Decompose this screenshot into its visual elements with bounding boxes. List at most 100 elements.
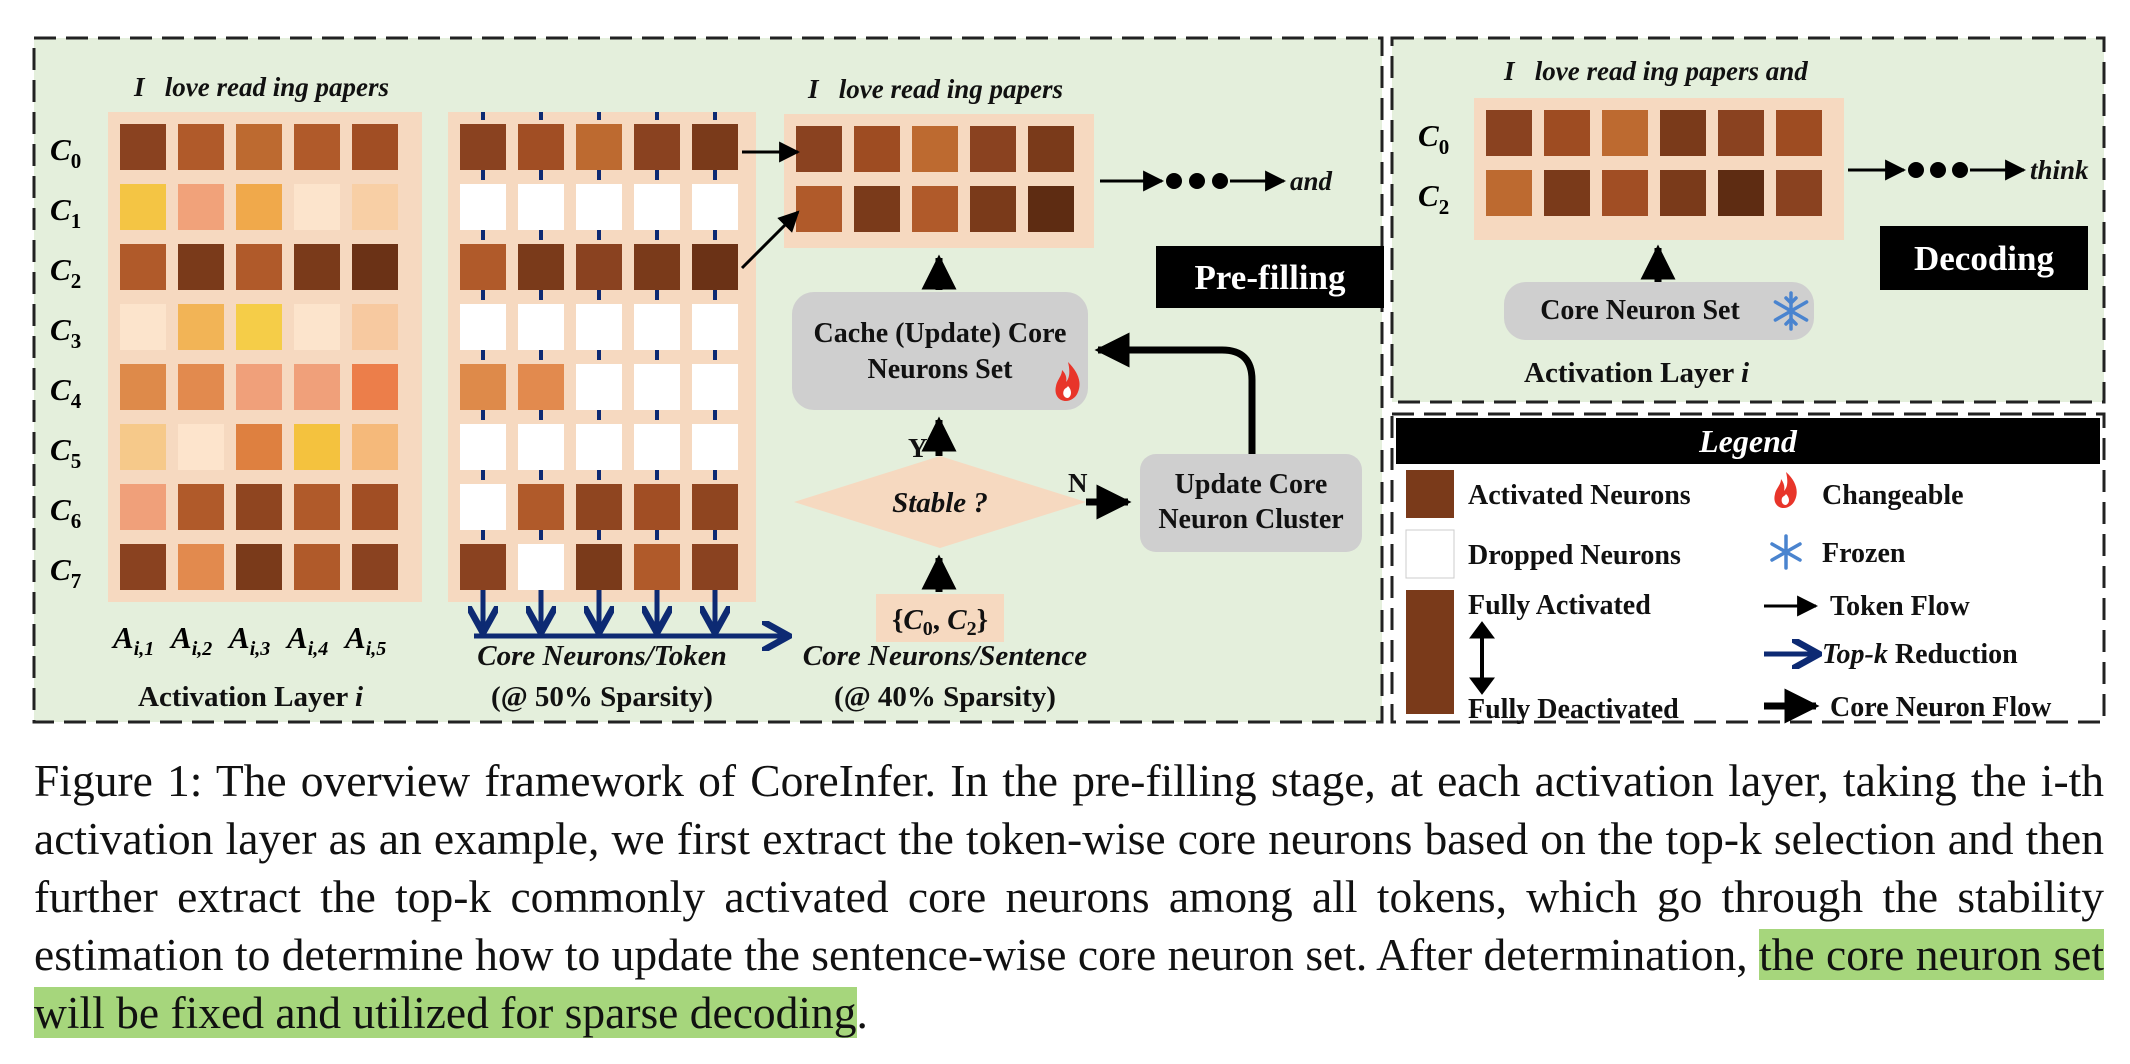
token-core-cell	[634, 184, 680, 230]
activation-cell	[178, 424, 224, 470]
token-core-cell	[692, 244, 738, 290]
legend-double-arrow	[1469, 621, 1495, 695]
legend-changeable-label: Changeable	[1822, 480, 1964, 511]
activation-cell	[120, 304, 166, 350]
decoding-sentence-tokens: I love read ing papers and	[1503, 56, 1808, 86]
activation-cell	[120, 184, 166, 230]
activation-cell	[352, 364, 398, 410]
ellipsis-dot-1	[1166, 173, 1182, 189]
core-set-label: {C0, C2}	[892, 604, 988, 640]
decoding-core-cell	[1602, 110, 1648, 156]
core-neurons-token-sparsity: (@ 50% Sparsity)	[491, 681, 713, 713]
prefilling-badge	[1156, 246, 1384, 308]
prefill-sentence-tokens: I love read ing papers	[133, 72, 389, 102]
sentence-core-neuron-grid	[796, 126, 1074, 232]
topk-tick-marks	[481, 112, 717, 600]
flow-arrow-c2	[740, 210, 800, 270]
decoding-core-cell	[1718, 110, 1764, 156]
token-core-cell	[576, 124, 622, 170]
activation-cell	[352, 544, 398, 590]
row-label: C2	[50, 252, 81, 293]
decoding-core-cell	[1718, 170, 1764, 216]
snowflake-icon	[1773, 291, 1809, 331]
token-core-cell	[692, 184, 738, 230]
token-core-cell	[460, 124, 506, 170]
sentence-core-cell	[970, 126, 1016, 172]
sentence-core-cell	[912, 126, 958, 172]
activation-cell	[178, 544, 224, 590]
activation-cell	[352, 424, 398, 470]
token-core-cell	[460, 424, 506, 470]
activation-cell	[236, 244, 282, 290]
legend-fire-icon	[1774, 472, 1797, 508]
token-core-cell	[460, 244, 506, 290]
activation-cell	[352, 304, 398, 350]
row-label: C6	[50, 492, 81, 533]
column-label: Ai,3	[227, 620, 270, 660]
legend-core-flow-label: Core Neuron Flow	[1830, 692, 2052, 723]
row-label: C1	[50, 192, 81, 233]
decoding-core-set-label: Core Neuron Set	[1540, 295, 1740, 326]
activation-cell	[178, 124, 224, 170]
ellipsis-dot-2	[1189, 173, 1205, 189]
sentence-core-cell	[970, 186, 1016, 232]
legend-activated-swatch	[1406, 470, 1454, 518]
cache-core-neurons-box	[792, 292, 1088, 410]
activation-cell	[236, 124, 282, 170]
update-core-neuron-cluster-box	[1140, 454, 1362, 552]
token-core-cell	[518, 304, 564, 350]
update-box-line2: Neuron Cluster	[1158, 504, 1343, 535]
prefill-sentence-tokens-2: I love read ing papers	[807, 74, 1063, 104]
legend-fully-deactivated-label: Fully Deactivated	[1468, 694, 1679, 725]
token-core-cell	[518, 484, 564, 530]
sentence-core-cell	[912, 186, 958, 232]
decoding-dot-2	[1930, 162, 1946, 178]
decoding-core-cell	[1486, 110, 1532, 156]
activation-cell	[294, 544, 340, 590]
topk-reduction-arrows	[474, 590, 786, 636]
token-core-cell	[576, 364, 622, 410]
token-core-cell	[634, 364, 680, 410]
core-set-box	[876, 594, 1004, 642]
activation-cell	[178, 484, 224, 530]
core-neurons-sentence-label: Core Neurons/Sentence	[803, 640, 1088, 672]
token-core-neuron-grid	[460, 124, 738, 590]
prefill-next-token: and	[1290, 166, 1333, 196]
yes-label: Y	[908, 433, 928, 463]
token-core-cell	[576, 424, 622, 470]
caption-text: Figure 1: The overview framework of Core…	[34, 755, 2104, 980]
activation-cell	[120, 124, 166, 170]
activation-cell	[236, 484, 282, 530]
activation-grid	[120, 124, 398, 590]
core-neurons-token-label: Core Neurons/Token	[477, 640, 727, 672]
sentence-core-cell	[854, 186, 900, 232]
decoding-dot-1	[1908, 162, 1924, 178]
stable-decision-diamond	[794, 456, 1086, 548]
token-core-cell	[460, 484, 506, 530]
token-core-cell	[460, 364, 506, 410]
activation-cell	[294, 124, 340, 170]
activation-cell	[236, 544, 282, 590]
decoding-activation-layer-label: Activation Layer i	[1524, 357, 1749, 389]
token-core-cell	[634, 124, 680, 170]
decoding-core-neuron-set-box	[1504, 282, 1814, 340]
decoding-core-cell	[1544, 110, 1590, 156]
activation-cell	[236, 304, 282, 350]
activation-cell	[120, 484, 166, 530]
token-core-cell	[576, 484, 622, 530]
token-core-cell	[576, 184, 622, 230]
token-core-cell	[634, 244, 680, 290]
decoding-core-neuron-grid	[1486, 110, 1822, 216]
column-label: Ai,1	[111, 620, 154, 660]
row-label: C3	[50, 312, 81, 353]
token-core-cell	[518, 424, 564, 470]
legend-title-bar	[1396, 418, 2100, 464]
column-label: Ai,4	[285, 620, 328, 660]
token-core-cell	[460, 304, 506, 350]
activation-cell	[352, 484, 398, 530]
activation-cell	[178, 364, 224, 410]
sentence-core-cell	[1028, 126, 1074, 172]
legend-snowflake-icon	[1770, 534, 1802, 570]
